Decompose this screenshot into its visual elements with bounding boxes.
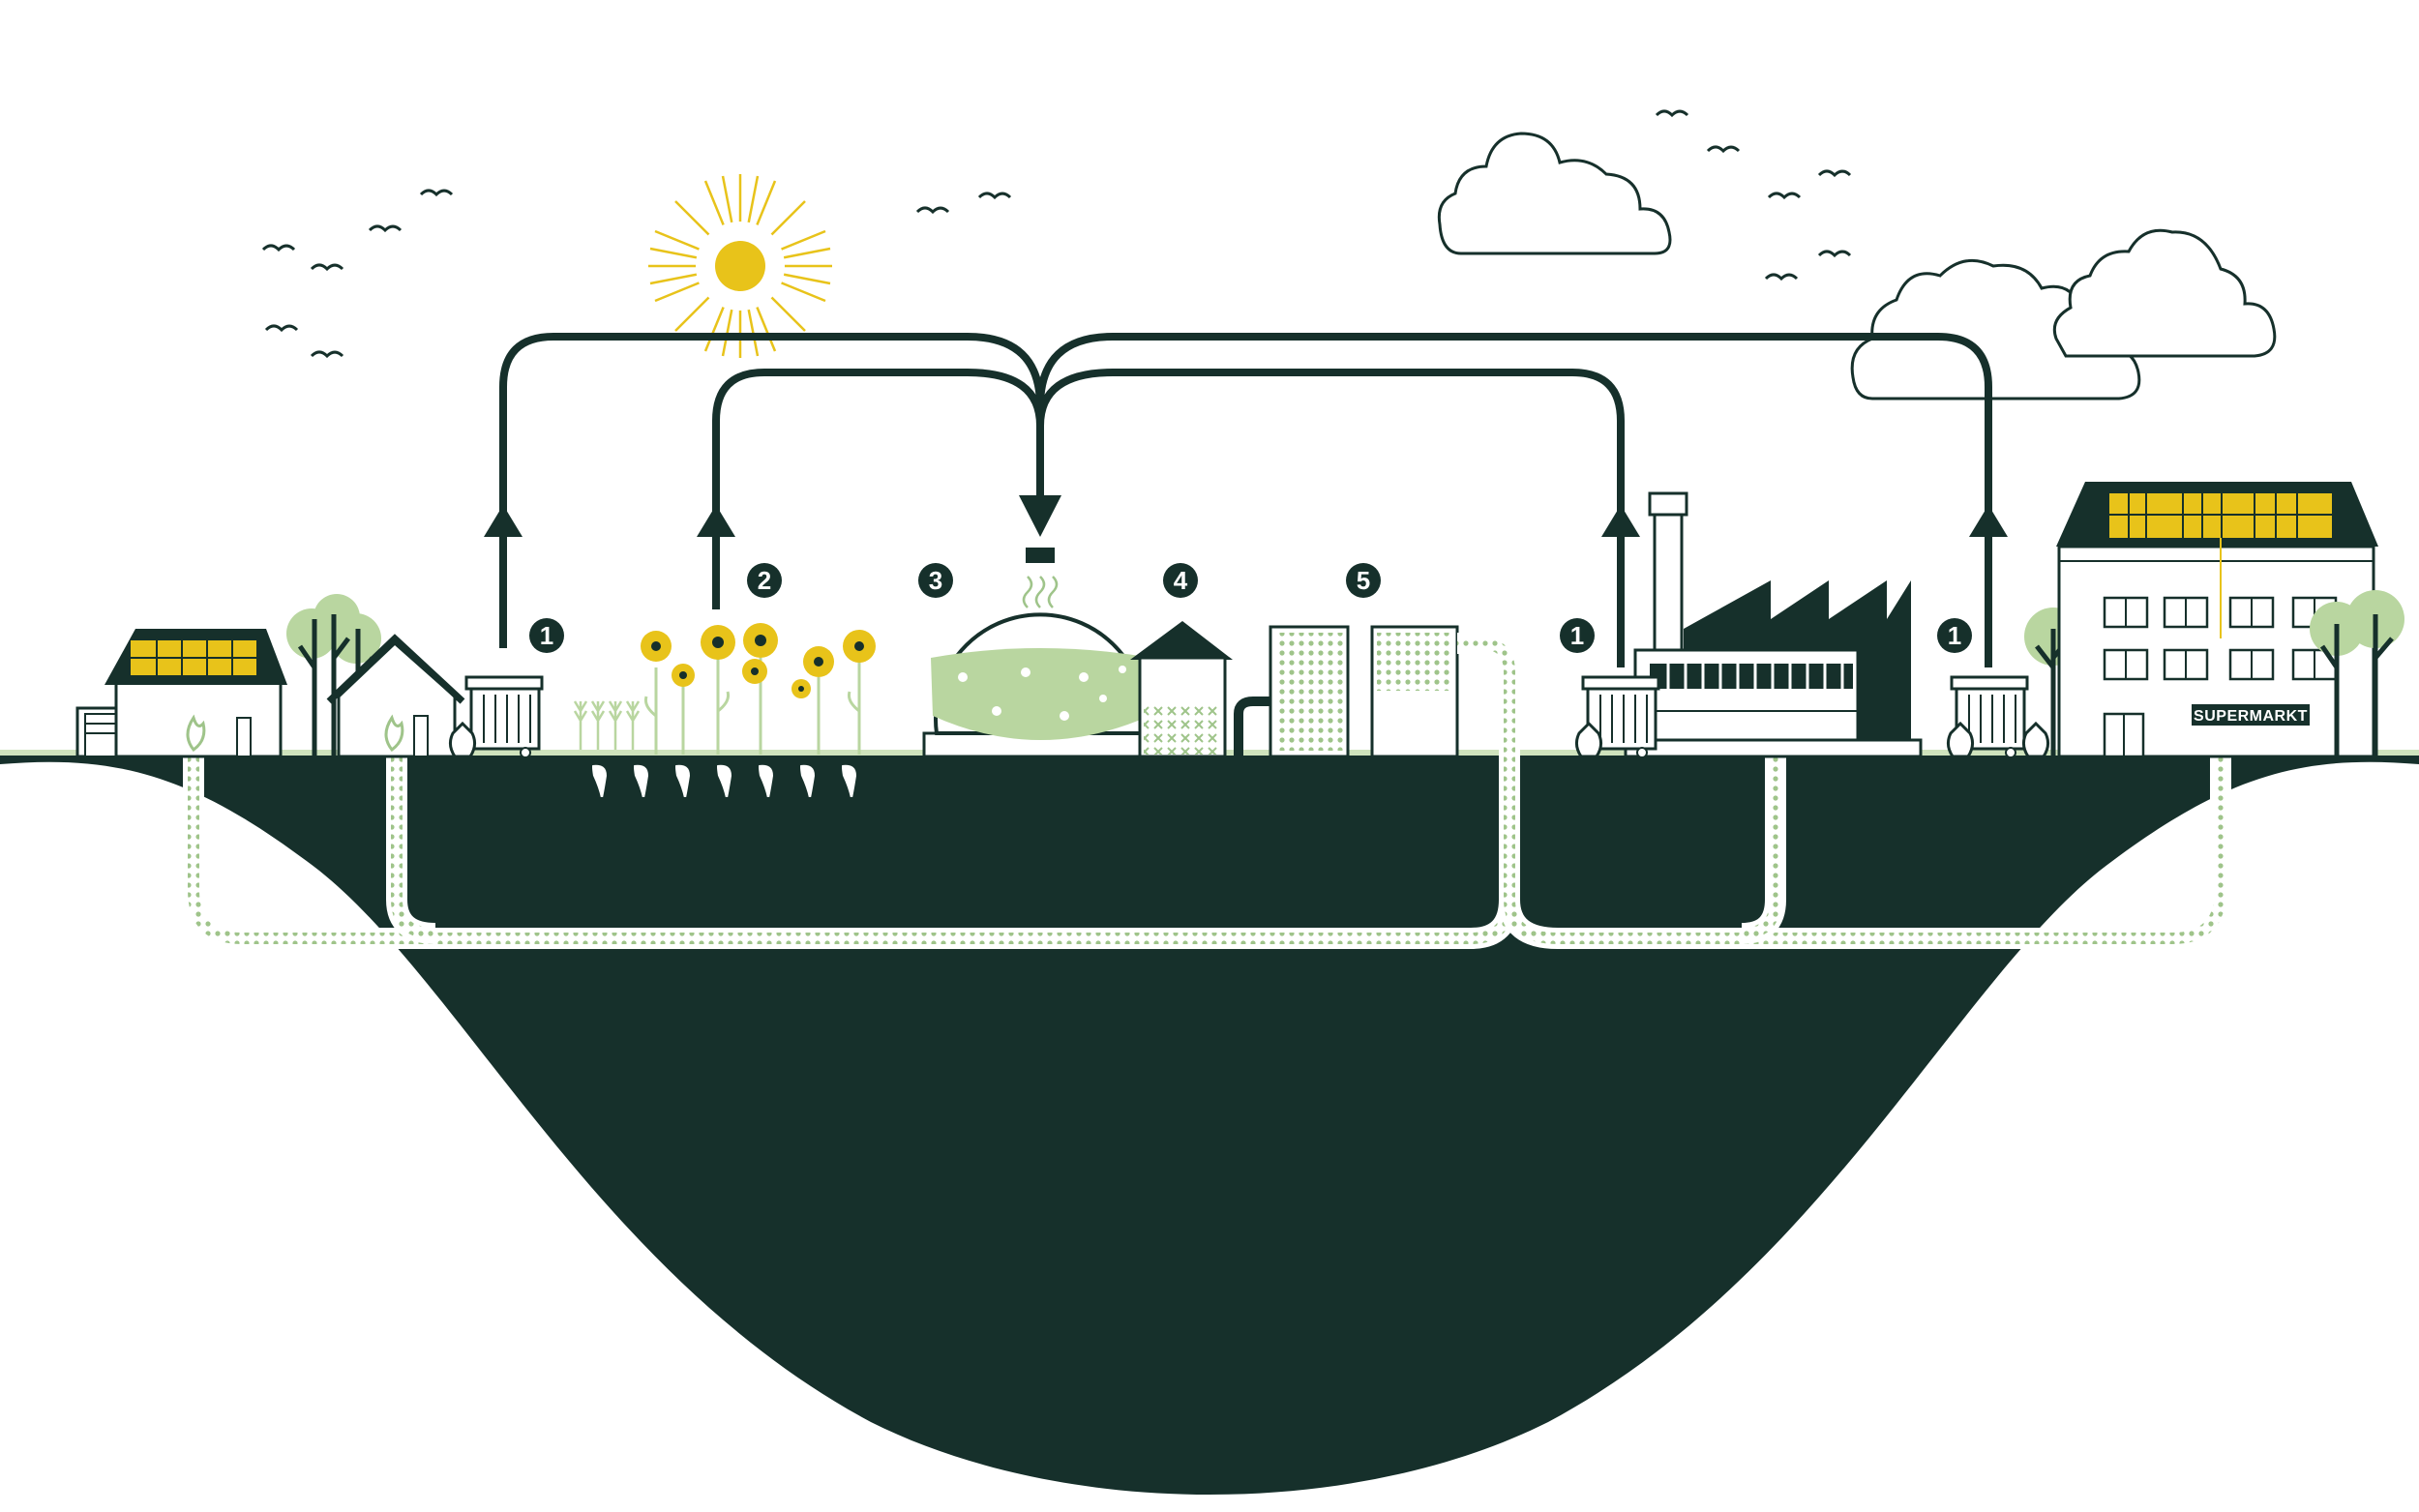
- solar-panel-icon: [2109, 493, 2332, 538]
- bird-icon: [261, 244, 296, 252]
- svg-text:1: 1: [1948, 621, 1961, 650]
- bird-icon: [310, 350, 344, 358]
- svg-text:SUPERMARKT: SUPERMARKT: [2194, 708, 2308, 725]
- waste-bin-icon: [464, 675, 544, 758]
- bird-icon: [915, 206, 950, 214]
- grain-crops: [573, 700, 641, 750]
- waste-bag-icon: [1946, 721, 2050, 758]
- flame-icon: [384, 714, 404, 753]
- flame-icon: [186, 714, 206, 753]
- house-middle: [326, 634, 465, 758]
- bird-icon: [1655, 109, 1689, 117]
- bird-icon: [1817, 250, 1852, 257]
- step-badge-1-household: 1: [529, 618, 564, 653]
- bird-icon: [1706, 145, 1741, 153]
- solar-panel-icon: [131, 640, 256, 675]
- bird-icon: [368, 224, 403, 232]
- supermarket-sign: SUPERMARKT: [2192, 704, 2310, 726]
- waste-bag-icon: [1574, 721, 1603, 758]
- svg-text:1: 1: [1570, 621, 1584, 650]
- waste-bag-icon: [448, 721, 477, 758]
- factory-icon: [1624, 491, 1923, 758]
- svg-text:2: 2: [758, 566, 771, 595]
- digester: [922, 548, 1158, 758]
- svg-text:5: 5: [1357, 566, 1370, 595]
- bird-icon: [1817, 169, 1852, 177]
- bird-icon: [264, 324, 299, 332]
- step-badge-4-storage: 4: [1163, 563, 1198, 598]
- step-badges: 1 2 3 4 5 1 1: [529, 563, 1972, 653]
- svg-text:3: 3: [929, 566, 942, 595]
- tree-icon: [286, 594, 381, 756]
- step-badge-5-processing: 5: [1346, 563, 1381, 598]
- arrow-down-icon: [1019, 495, 1061, 537]
- cloud-icon: [1850, 228, 2277, 400]
- step-badge-3-digester: 3: [918, 563, 953, 598]
- step-badge-1-supermarket: 1: [1937, 618, 1972, 653]
- svg-text:4: 4: [1174, 566, 1188, 595]
- beet-icon: [590, 762, 859, 799]
- bird-icon: [1767, 192, 1802, 199]
- svg-text:1: 1: [540, 621, 553, 650]
- bird-icon: [977, 192, 1012, 199]
- gas-processing-plant: [1234, 625, 1520, 758]
- arrow-up-icon: [1601, 505, 1640, 537]
- house-left: [105, 629, 287, 758]
- bird-icon: [1764, 273, 1799, 281]
- arrow-heads: [484, 495, 2008, 537]
- waste-bin-icon: [1950, 675, 2029, 758]
- step-badge-2-crops: 2: [747, 563, 782, 598]
- storage-building: [1130, 621, 1233, 758]
- bird-icon: [419, 189, 454, 196]
- ground-basin: [0, 750, 2419, 1495]
- tree-icon: [2310, 590, 2404, 756]
- arrow-up-icon: [697, 505, 735, 537]
- sunflower-icon: [641, 623, 876, 755]
- arrow-up-icon: [484, 505, 523, 537]
- arrow-up-icon: [1969, 505, 2008, 537]
- flow-arrows: [499, 333, 1992, 667]
- sun-icon: [648, 174, 832, 358]
- step-badge-1-industry: 1: [1560, 618, 1595, 653]
- bird-icon: [310, 263, 344, 271]
- cloud-icon: [1437, 132, 1672, 255]
